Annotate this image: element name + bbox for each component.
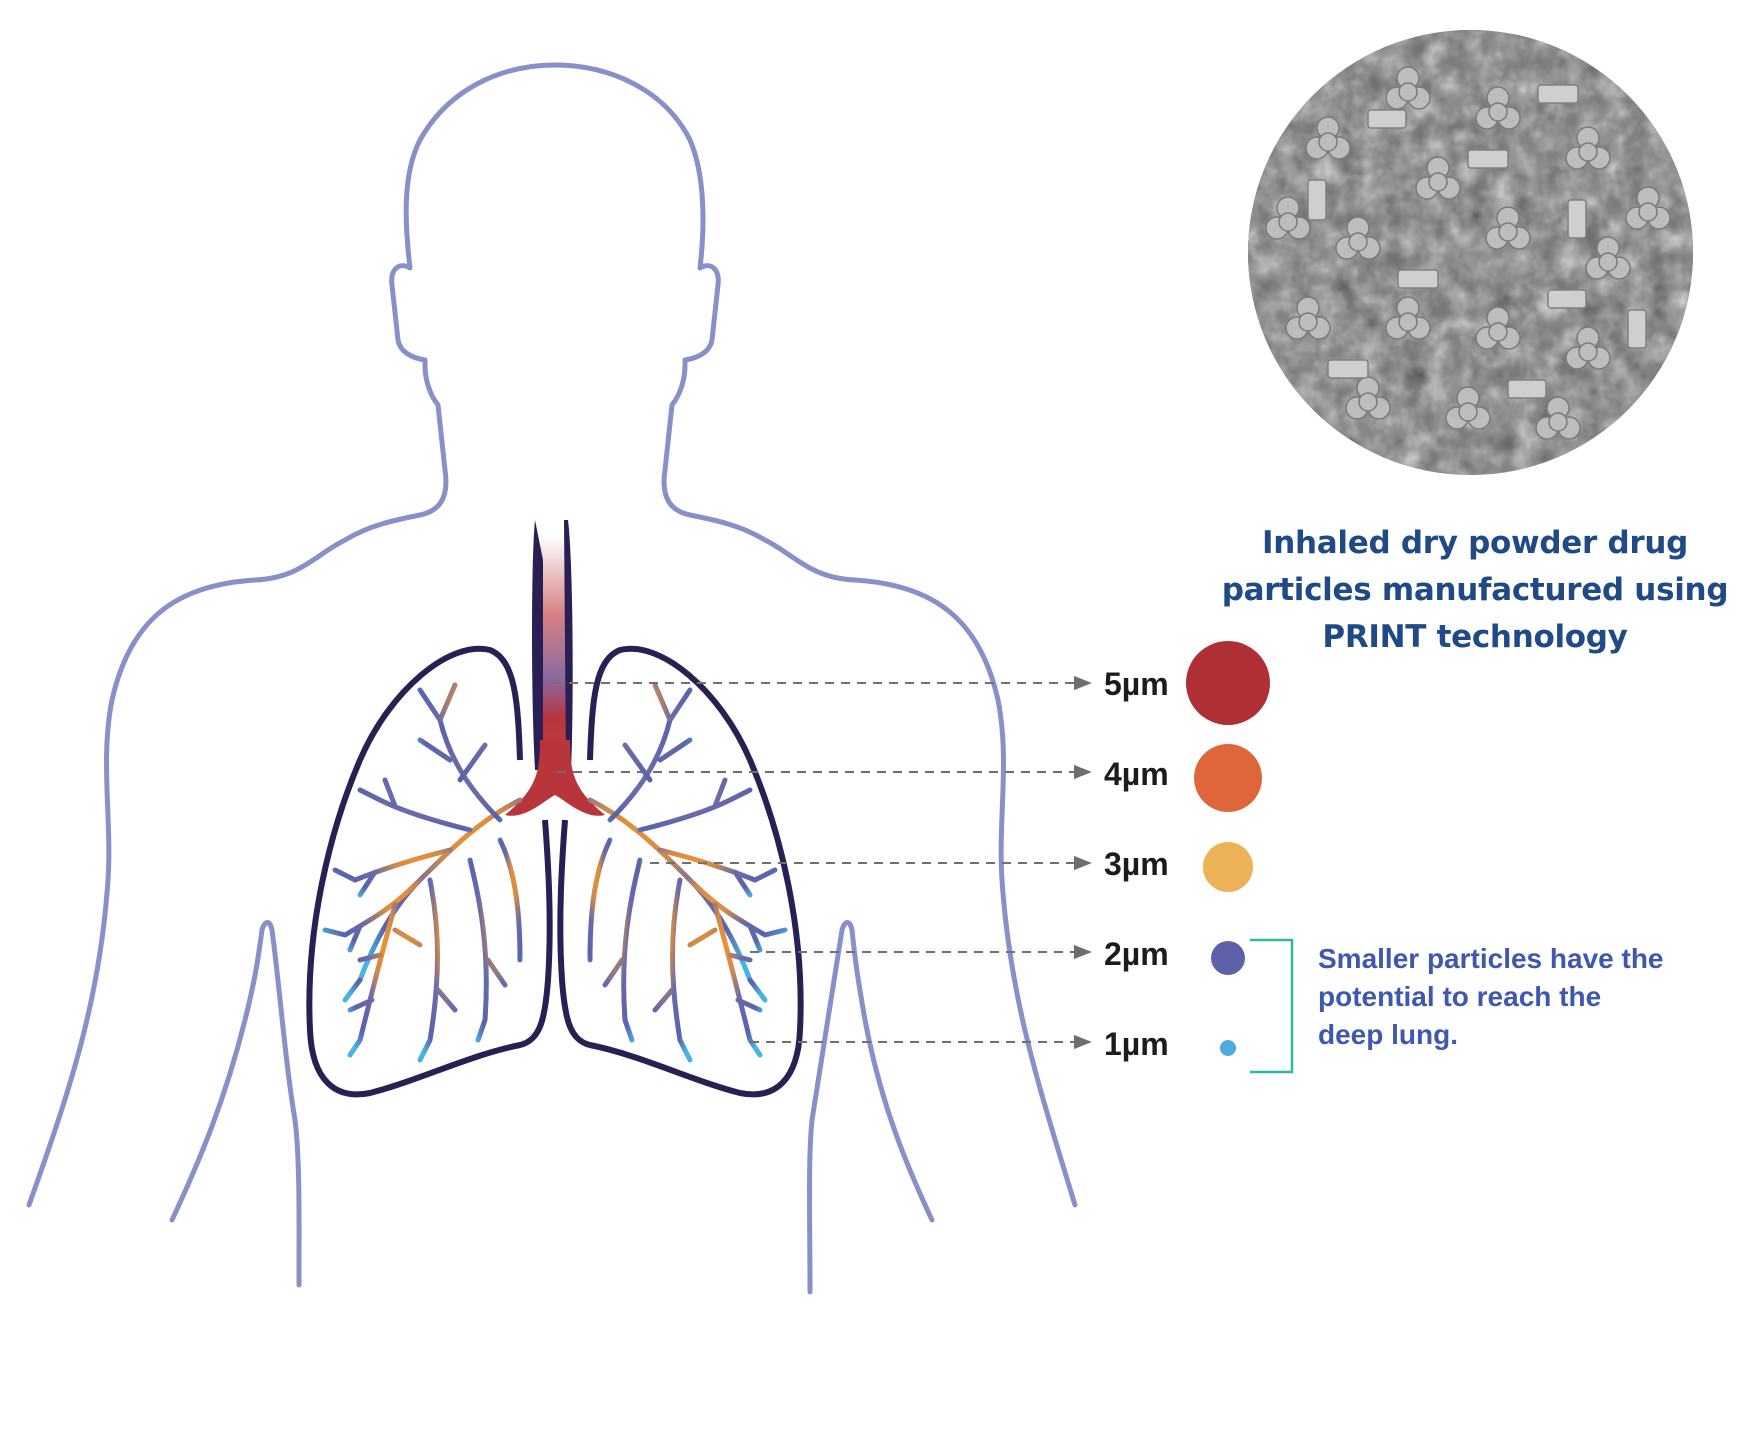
deep-lung-note: Smaller particles have the potential to … [1318, 940, 1738, 1054]
sem-micrograph-image [1248, 30, 1693, 475]
size-label-2um: 2µm [1104, 936, 1169, 972]
particle-3um [1203, 842, 1253, 892]
size-label-1um: 1µm [1104, 1026, 1169, 1062]
trachea [505, 520, 605, 816]
right-lung-outline [557, 645, 804, 1098]
particle-4um [1194, 744, 1262, 812]
left-bronchial-tree [322, 682, 523, 1063]
title-line: PRINT technology [1322, 619, 1628, 655]
size-label-5um: 5µm [1104, 666, 1169, 702]
note-line: Smaller particles have the [1318, 943, 1664, 974]
left-lung-outline [306, 645, 553, 1098]
right-bronchial-tree [587, 682, 788, 1063]
deep-lung-bracket [1250, 938, 1294, 1074]
micrograph-texture [1248, 30, 1693, 475]
left-lung [306, 645, 553, 1098]
body-outline-left-arm-inner [169, 920, 302, 1288]
body-outline-left [26, 62, 1078, 1208]
leader-lines [553, 675, 1092, 1050]
body-outline-right-arm-inner [807, 920, 935, 1295]
right-lung [557, 645, 804, 1098]
size-label-4um: 4µm [1104, 756, 1169, 792]
diagram-title: Inhaled dry powder drug particles manufa… [1215, 520, 1735, 661]
size-label-3um: 3µm [1104, 846, 1169, 882]
note-line: potential to reach the [1318, 981, 1602, 1012]
particle-2um [1211, 941, 1245, 975]
body-outline [26, 62, 1078, 1295]
title-line: particles manufactured using [1221, 572, 1729, 608]
title-line: Inhaled dry powder drug [1262, 525, 1688, 561]
particle-1um [1220, 1040, 1236, 1056]
particle-5um [1186, 641, 1270, 725]
particle-circles [1186, 641, 1270, 1056]
note-line: deep lung. [1318, 1019, 1458, 1050]
